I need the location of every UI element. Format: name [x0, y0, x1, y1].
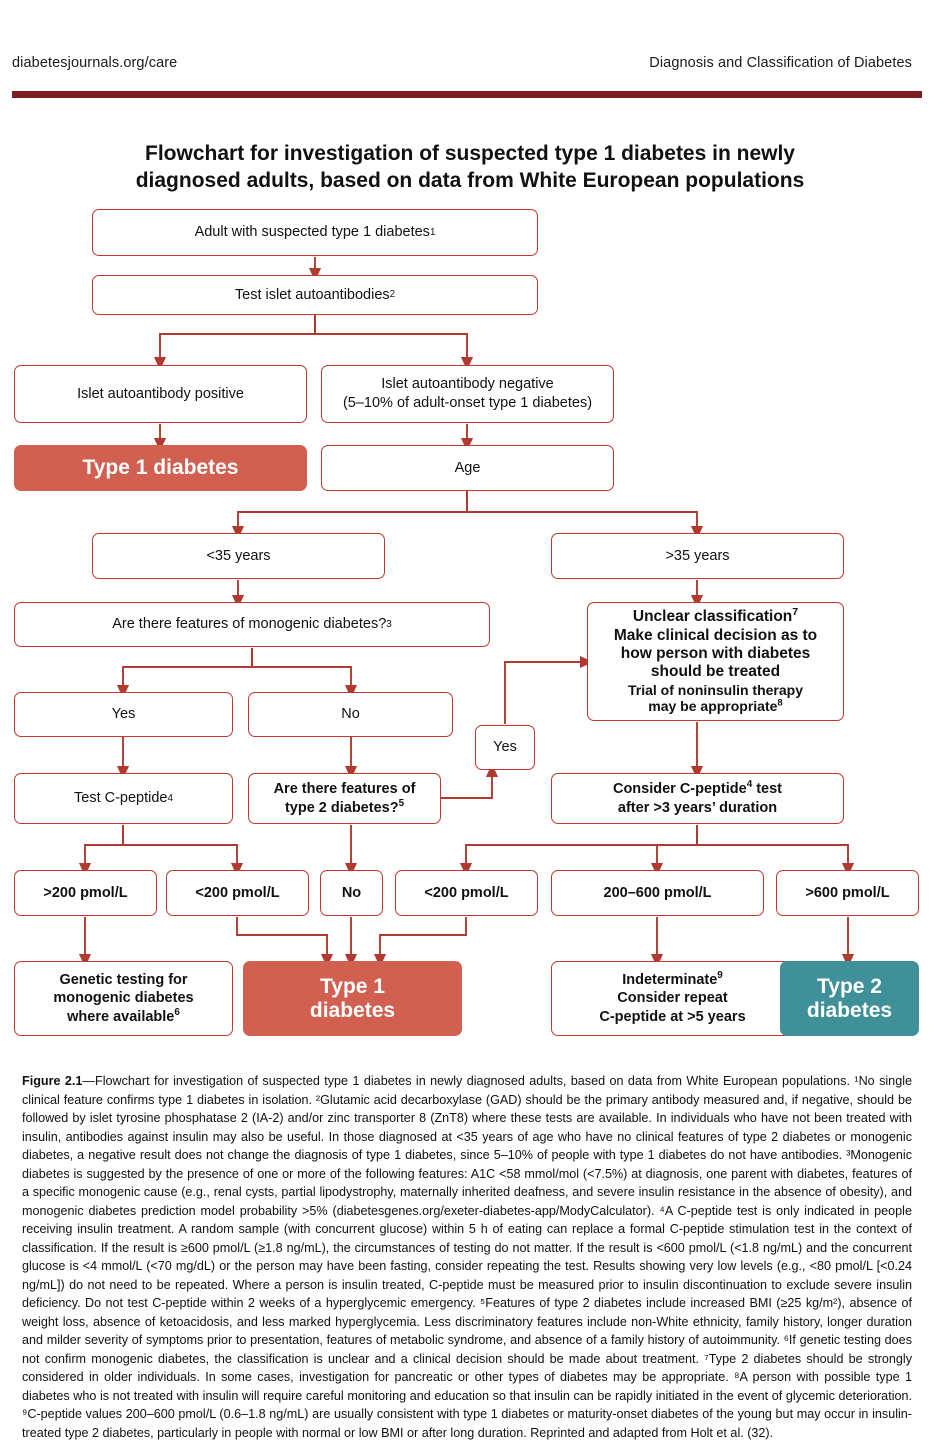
- node-under-35-years[interactable]: <35 years: [92, 533, 385, 579]
- node-label-line2: diabetes: [806, 998, 893, 1022]
- node-label-line2: monogenic diabetes: [53, 990, 194, 1007]
- node-type2-features-yes[interactable]: Yes: [475, 725, 535, 770]
- node-result-over-600[interactable]: >600 pmol/L: [776, 870, 919, 916]
- node-islet-autoantibody-negative[interactable]: Islet autoantibody negative (5–10% of ad…: [321, 365, 614, 423]
- node-label: Are there features of monogenic diabetes…: [112, 616, 387, 633]
- node-label: No: [341, 884, 362, 901]
- node-label-line1: Type 1: [320, 974, 385, 998]
- node-label: >600 pmol/L: [805, 884, 890, 901]
- running-head: diabetesjournals.org/care Diagnosis and …: [0, 55, 934, 83]
- node-label-text: Consider C-peptide: [612, 780, 747, 797]
- node-label-line2: diabetes: [309, 998, 396, 1022]
- node-label-line6: may be appropriate8: [648, 698, 782, 715]
- node-label-line2: Consider repeat: [617, 990, 728, 1007]
- node-label: Yes: [111, 706, 136, 723]
- figure-caption-label: Figure 2.1: [22, 1074, 83, 1088]
- running-title: Diagnosis and Classification of Diabetes: [649, 55, 912, 71]
- node-label-text: where available: [67, 1008, 175, 1025]
- node-label-tail: test: [752, 780, 783, 797]
- node-label: Yes: [493, 739, 517, 756]
- node-label-line1: Consider C-peptide4 test: [613, 780, 782, 799]
- node-label-line2: Make clinical decision as to: [613, 626, 818, 644]
- node-label-text: Indeterminate: [622, 971, 718, 988]
- node-features-of-type-2-diabetes[interactable]: Are there features of type 2 diabetes?5: [248, 773, 441, 824]
- figure-caption-text: —Flowchart for investigation of suspecte…: [22, 1074, 912, 1440]
- node-label-line1: Indeterminate9: [622, 969, 723, 990]
- node-label-line3: how person with diabetes: [620, 644, 811, 662]
- node-label-line1: Genetic testing for: [59, 971, 188, 988]
- node-features-of-monogenic-diabetes[interactable]: Are there features of monogenic diabetes…: [14, 602, 490, 647]
- figure-caption: Figure 2.1—Flowchart for investigation o…: [22, 1072, 912, 1442]
- node-label-line3: where available6: [67, 1008, 180, 1027]
- node-result-under-200-monogenic[interactable]: <200 pmol/L: [166, 870, 309, 916]
- node-result-over-200[interactable]: >200 pmol/L: [14, 870, 157, 916]
- node-label-line1: Islet autoantibody negative: [381, 376, 554, 393]
- node-type-1-diabetes-antibody-positive[interactable]: Type 1 diabetes: [14, 445, 307, 491]
- node-consider-c-peptide-test[interactable]: Consider C-peptide4 test after >3 years’…: [551, 773, 844, 824]
- node-label-line2: type 2 diabetes?5: [284, 797, 405, 818]
- flowchart-connectors: [78, 257, 855, 968]
- journal-url[interactable]: diabetesjournals.org/care: [12, 55, 178, 71]
- node-over-35-years[interactable]: >35 years: [551, 533, 844, 579]
- footnote-ref-8: 8: [777, 697, 783, 709]
- footnote-ref-9: 9: [717, 969, 723, 981]
- node-label: Adult with suspected type 1 diabetes: [194, 224, 430, 241]
- node-label: <200 pmol/L: [195, 884, 280, 901]
- node-label: 200–600 pmol/L: [603, 884, 712, 901]
- node-label-text: Unclear classification: [632, 608, 793, 626]
- node-label: Type 1 diabetes: [82, 455, 239, 479]
- footnote-ref-6: 6: [174, 1006, 180, 1018]
- node-label-line2: (5–10% of adult-onset type 1 diabetes): [342, 395, 593, 411]
- node-result-200-600[interactable]: 200–600 pmol/L: [551, 870, 764, 916]
- node-unclear-classification[interactable]: Unclear classification7 Make clinical de…: [587, 602, 844, 721]
- node-genetic-testing-monogenic[interactable]: Genetic testing for monogenic diabetes w…: [14, 961, 233, 1036]
- node-type-2-diabetes-outcome[interactable]: Type 2 diabetes: [780, 961, 919, 1036]
- node-label-line5: Trial of noninsulin therapy: [627, 681, 803, 698]
- node-age[interactable]: Age: [321, 445, 614, 491]
- node-type2-features-no[interactable]: No: [320, 870, 383, 916]
- node-label-text: may be appropriate: [648, 698, 778, 715]
- header-rule: [12, 91, 922, 98]
- node-indeterminate[interactable]: Indeterminate9 Consider repeat C-peptide…: [551, 961, 794, 1036]
- node-label: <35 years: [206, 547, 271, 564]
- figure-title-line2: diagnosed adults, based on data from Whi…: [135, 169, 805, 193]
- node-label: >35 years: [665, 547, 730, 564]
- node-label: Test C-peptide: [74, 790, 168, 807]
- node-monogenic-no[interactable]: No: [248, 692, 453, 737]
- node-label: <200 pmol/L: [424, 884, 509, 901]
- node-label-line1: Type 2: [817, 974, 882, 998]
- node-islet-autoantibody-positive[interactable]: Islet autoantibody positive: [14, 365, 307, 423]
- figure-title: Flowchart for investigation of suspected…: [90, 140, 850, 195]
- node-label: No: [341, 706, 360, 723]
- node-type-1-diabetes-outcome[interactable]: Type 1 diabetes: [243, 961, 462, 1036]
- figure-title-line1: Flowchart for investigation of suspected…: [145, 142, 795, 165]
- node-label-line2: after >3 years’ duration: [617, 799, 778, 816]
- node-label-line3: C-peptide at >5 years: [599, 1008, 746, 1025]
- node-label: Age: [454, 459, 481, 476]
- footnote-ref-5: 5: [398, 797, 405, 809]
- node-label-text: type 2 diabetes?: [284, 799, 399, 816]
- node-label: Test islet autoantibodies: [234, 286, 390, 303]
- node-label-line4: should be treated: [650, 663, 781, 681]
- footnote-ref-4b: 4: [746, 779, 753, 791]
- node-label: Islet autoantibody positive: [77, 385, 244, 402]
- node-result-under-200-unclear[interactable]: <200 pmol/L: [395, 870, 538, 916]
- node-monogenic-yes[interactable]: Yes: [14, 692, 233, 737]
- node-label: >200 pmol/L: [43, 884, 128, 901]
- node-label-line1: Unclear classification7: [632, 606, 799, 626]
- footnote-ref-7: 7: [792, 606, 799, 619]
- node-label-line1: Are there features of: [273, 780, 416, 797]
